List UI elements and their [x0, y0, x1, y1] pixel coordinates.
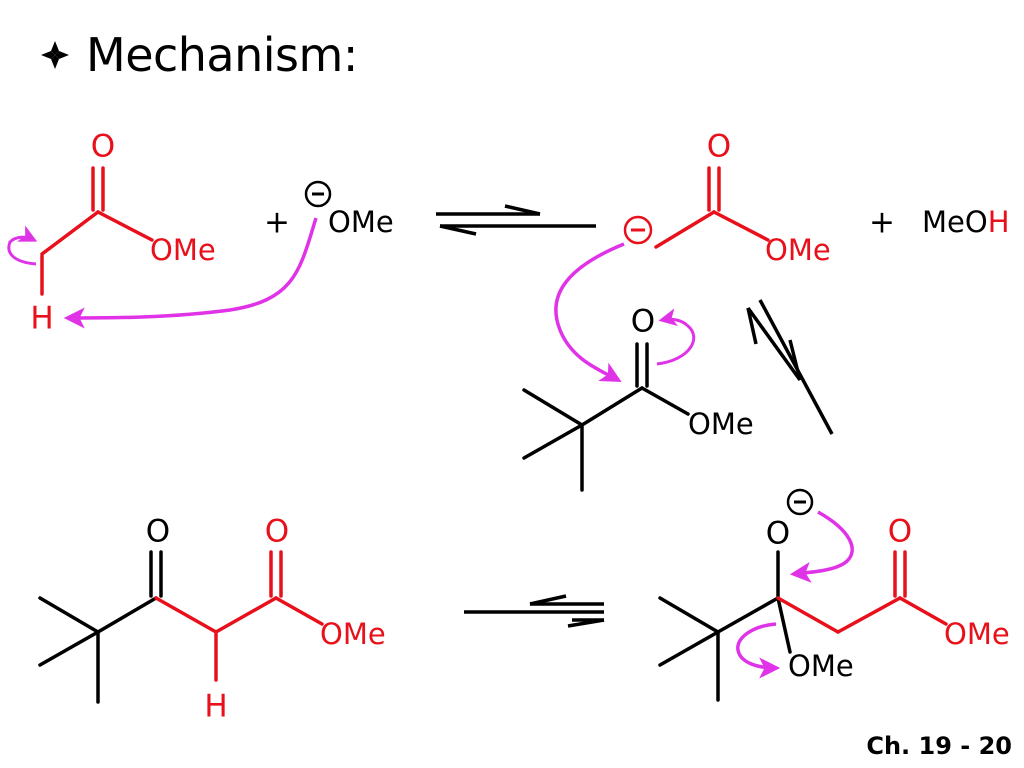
methoxide-label: OMe [328, 205, 394, 239]
alpha-hydrogen-label: H [30, 301, 53, 337]
alkoxide-oxygen-label: O [766, 516, 790, 552]
beta-keto-ester-product: O O OMe H [38, 514, 386, 725]
diamond-bullet-icon [41, 41, 69, 69]
intermediate-ester-ome-label: OMe [944, 617, 1010, 651]
carbonyl-oxygen-label: O [91, 129, 115, 165]
intermediate-ester-oxygen-label: O [888, 514, 912, 550]
equilibrium-arrow-diagonal [746, 299, 834, 435]
curved-arrow-pi-bond-to-oxygen [656, 308, 696, 366]
product-alpha-hydrogen-label: H [204, 689, 227, 725]
curved-arrow-deprotonation [63, 217, 318, 329]
slide-title: Mechanism: [86, 28, 358, 82]
product-ester-oxygen-label: O [265, 514, 289, 550]
plus-sign-1: + [264, 205, 290, 241]
enolate-ion: O OMe [554, 129, 831, 383]
ester-ome-label: OMe [150, 233, 216, 267]
alkoxide-charge-icon [786, 488, 814, 516]
product-ome-label: OMe [320, 617, 386, 651]
equilibrium-arrow-top [436, 204, 596, 236]
enolate-oxygen-label: O [707, 129, 731, 165]
ester-methyl-acetate: O OMe H [7, 129, 216, 337]
curved-arrow-nucleophilic-attack [554, 242, 625, 383]
methanol-label: MeOH [922, 205, 1010, 239]
pivalate-ome-label: OMe [688, 407, 754, 441]
heading: Mechanism: [38, 28, 358, 82]
curved-arrow-bond-to-enolate [7, 225, 38, 266]
tetrahedral-intermediate: O OMe O OMe [658, 488, 1010, 702]
ester-methyl-pivalate: O OMe [522, 304, 754, 492]
carbanion-charge-icon [623, 215, 653, 245]
negative-charge-icon [304, 180, 332, 208]
equilibrium-arrow-bottom [464, 594, 605, 628]
methoxide-ion: OMe [63, 180, 394, 329]
curved-arrow-methoxide-leaving [736, 622, 781, 679]
intermediate-ome-label: OMe [788, 649, 854, 683]
ketone-oxygen-label: O [146, 514, 170, 550]
enolate-ome-label: OMe [765, 233, 831, 267]
curved-arrow-reform-carbonyl [789, 510, 854, 583]
slide-footer: Ch. 19 - 20 [866, 732, 1012, 760]
pivalate-oxygen-label: O [631, 304, 655, 340]
plus-sign-2: + [869, 205, 895, 241]
